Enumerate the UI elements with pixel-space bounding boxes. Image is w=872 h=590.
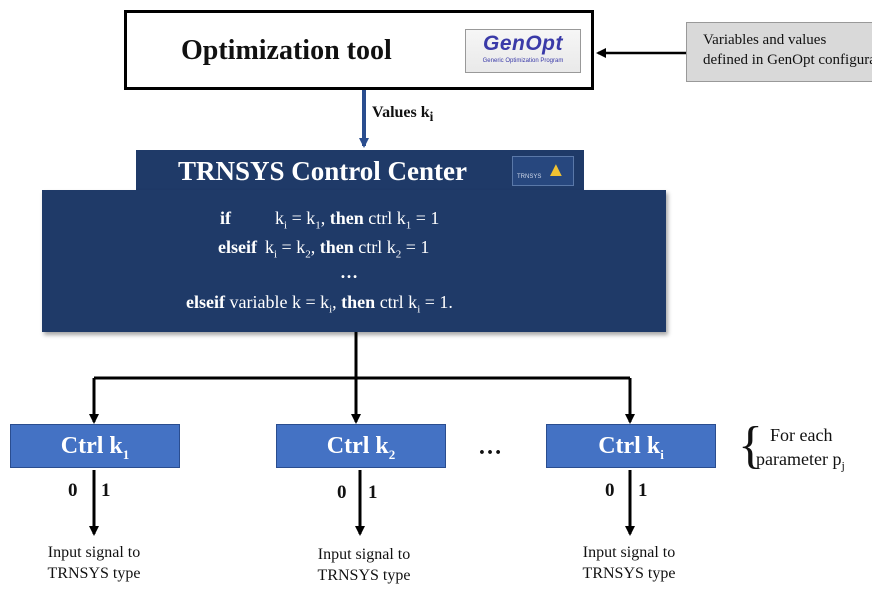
ctrl-k1-one: 1 [101, 480, 111, 501]
tcc-title: TRNSYS Control Center [178, 156, 467, 186]
code-ellipsis: … [340, 262, 358, 282]
ctrl-k1-box: Ctrl k1 [10, 424, 180, 468]
parameter-brace: { [738, 417, 763, 474]
genopt-config-note: Variables and values defined in GenOpt c… [686, 22, 872, 82]
ctrl-k1-zero: 0 [68, 480, 78, 501]
more-controls-ellipsis: … [478, 434, 502, 460]
tcc-header: TRNSYS Control Center TRNSYS ▲ [136, 150, 584, 192]
values-ki-label: Values ki [372, 104, 434, 125]
ctrl-k2-box: Ctrl k2 [276, 424, 446, 468]
param-note-line-1: For each [770, 425, 833, 445]
ctrl-ki-one: 1 [638, 480, 648, 501]
genopt-logo: GenOpt Generic Optimization Program [465, 29, 581, 73]
code-line-elseif-i: elseif variable k = ki, then ctrl ki = 1… [186, 292, 453, 316]
ctrl-ki-zero: 0 [605, 480, 615, 501]
genopt-logo-subtitle: Generic Optimization Program [482, 58, 564, 64]
genopt-logo-text: GenOpt [483, 32, 563, 55]
ctrl-ki-box: Ctrl ki [546, 424, 716, 468]
trnsys-logo: TRNSYS ▲ [512, 156, 574, 186]
optimization-tool-title: Optimization tool [181, 35, 392, 66]
param-note-line-2: parameter pj [756, 449, 845, 473]
config-note-line-2: defined in GenOpt configuration [703, 52, 872, 68]
trnsys-logo-icon: ▲ [546, 159, 566, 181]
trnsys-logo-text: TRNSYS [517, 174, 542, 180]
ctrl-k2-zero: 0 [337, 482, 347, 503]
ctrl-k2-one: 1 [368, 482, 378, 503]
optimization-tool-box: Optimization tool GenOpt Generic Optimiz… [124, 10, 594, 90]
config-note-line-1: Variables and values [703, 32, 827, 48]
